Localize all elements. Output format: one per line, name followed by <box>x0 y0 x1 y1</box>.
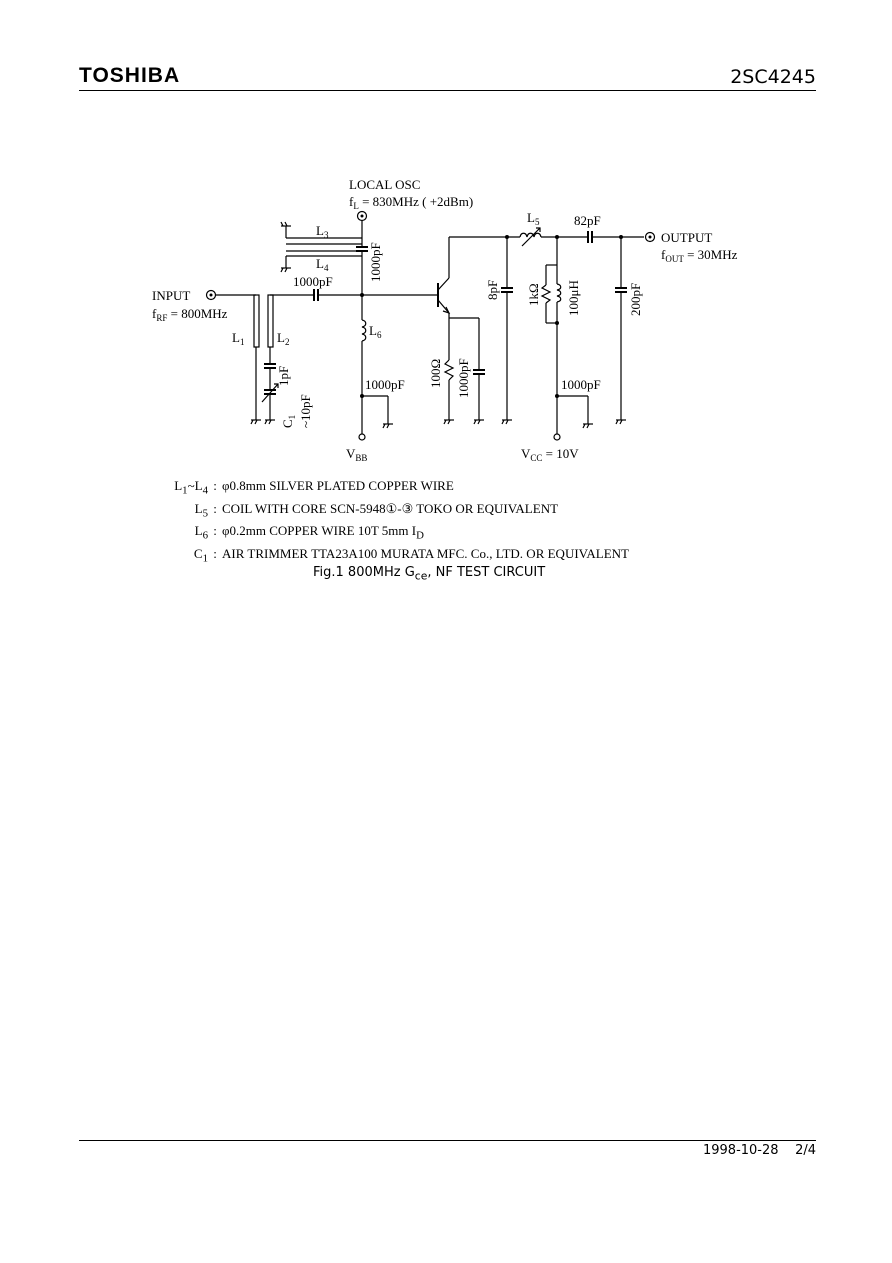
l4-label: L4 <box>316 256 329 273</box>
component-notes: L1~L4 : φ0.8mm SILVER PLATED COPPER WIRE… <box>150 477 629 567</box>
note-text: φ0.2mm COPPER WIRE 10T 5mm ID <box>222 523 424 542</box>
cap-vbb-1000pf <box>362 395 393 429</box>
cap-vcc-1000pf <box>557 395 593 429</box>
input-label: INPUT <box>152 288 190 303</box>
l6-coil <box>361 319 367 342</box>
vbb-label: VBB <box>346 446 367 463</box>
ind-100uh-value: 100μH <box>566 280 581 316</box>
note-c1: C1 : AIR TRIMMER TTA23A100 MURATA MFC. C… <box>150 545 629 568</box>
l3-label: L3 <box>316 223 329 240</box>
note-text: AIR TRIMMER TTA23A100 MURATA MFC. Co., L… <box>222 545 629 561</box>
l5-label: L5 <box>527 210 540 227</box>
ind-100uh <box>556 265 562 323</box>
cap-vbb-value: 1000pF <box>365 377 405 392</box>
note-label: L1~L4 <box>174 478 208 497</box>
input-connector-icon <box>205 289 217 301</box>
footer: 1998-10-28 2/4 <box>703 1143 816 1158</box>
cap-emitter-1000pf <box>473 318 485 425</box>
note-label: C1 <box>193 545 208 565</box>
cap-vcc-value: 1000pF <box>561 377 601 392</box>
l1-line <box>250 294 261 425</box>
cap-1pf <box>264 363 276 390</box>
l6-label: L6 <box>369 323 382 340</box>
cap-emitter-value: 1000pF <box>456 358 471 398</box>
local-osc-connector-icon <box>356 210 368 222</box>
cap-82pf <box>587 231 644 243</box>
c1-range: ~10pF <box>298 394 313 428</box>
vcc-label: VCC = 10V <box>521 446 579 463</box>
frf-label: fRF = 800MHz <box>152 306 228 323</box>
cap-8pf <box>501 237 513 425</box>
c1-label: C1 <box>280 415 297 428</box>
test-circuit-schematic: LOCAL OSC fL = 830MHz ( +2dBm) 1000pF L3… <box>152 177 738 463</box>
page-number: 2/4 <box>795 1143 816 1158</box>
vbb-terminal-icon <box>358 433 366 441</box>
output-connector-icon <box>644 231 656 243</box>
fl-label: fL = 830MHz ( +2dBm) <box>349 194 473 211</box>
brand-logo: TOSHIBA <box>79 64 181 87</box>
cap-osc-value: 1000pF <box>368 242 383 282</box>
note-text: COIL WITH CORE SCN-5948①-③ TOKO OR EQUIV… <box>222 500 559 516</box>
note-label: L5 <box>194 500 208 520</box>
l2-label: L2 <box>277 330 289 347</box>
part-number: 2SC4245 <box>730 66 816 88</box>
res-1k-value: 1kΩ <box>526 283 541 306</box>
cap-input-1000pf <box>313 289 438 301</box>
footer-date: 1998-10-28 <box>702 1143 779 1158</box>
transistor-2sc4245 <box>437 237 451 318</box>
cap-82pf-value: 82pF <box>574 213 601 228</box>
res-emitter-value: 100Ω <box>428 359 443 388</box>
l5-coil <box>519 227 588 247</box>
cap-200pf-value: 200pF <box>628 283 643 316</box>
res-1k <box>540 265 552 323</box>
l3-l4-coupled-lines <box>280 221 362 273</box>
cap-input-value: 1000pF <box>293 274 333 289</box>
note-l6: L6 : φ0.2mm COPPER WIRE 10T 5mm ID <box>150 522 629 545</box>
cap-1pf-value: 1pF <box>276 366 291 386</box>
cap-8pf-value: 8pF <box>485 280 500 300</box>
note-l5: L5 : COIL WITH CORE SCN-5948①-③ TOKO OR … <box>150 500 629 523</box>
l1-label: L1 <box>232 330 244 347</box>
l2-line <box>267 294 314 364</box>
local-osc-label: LOCAL OSC <box>349 177 420 192</box>
header-rule <box>79 90 816 91</box>
note-label: L6 <box>194 523 208 542</box>
fout-label: fOUT = 30MHz <box>661 247 738 264</box>
figure-caption: Fig.1 800MHz Gce, NF TEST CIRCUIT <box>313 565 546 583</box>
vcc-terminal-icon <box>553 433 561 441</box>
note-text: φ0.8mm SILVER PLATED COPPER WIRE <box>222 478 454 493</box>
note-l1-l4: L1~L4 : φ0.8mm SILVER PLATED COPPER WIRE <box>150 477 629 500</box>
footer-rule <box>79 1140 816 1141</box>
res-emitter-100ohm <box>443 359 455 425</box>
output-label: OUTPUT <box>661 230 712 245</box>
cap-200pf <box>615 237 627 425</box>
c1-trimmer <box>261 383 279 425</box>
